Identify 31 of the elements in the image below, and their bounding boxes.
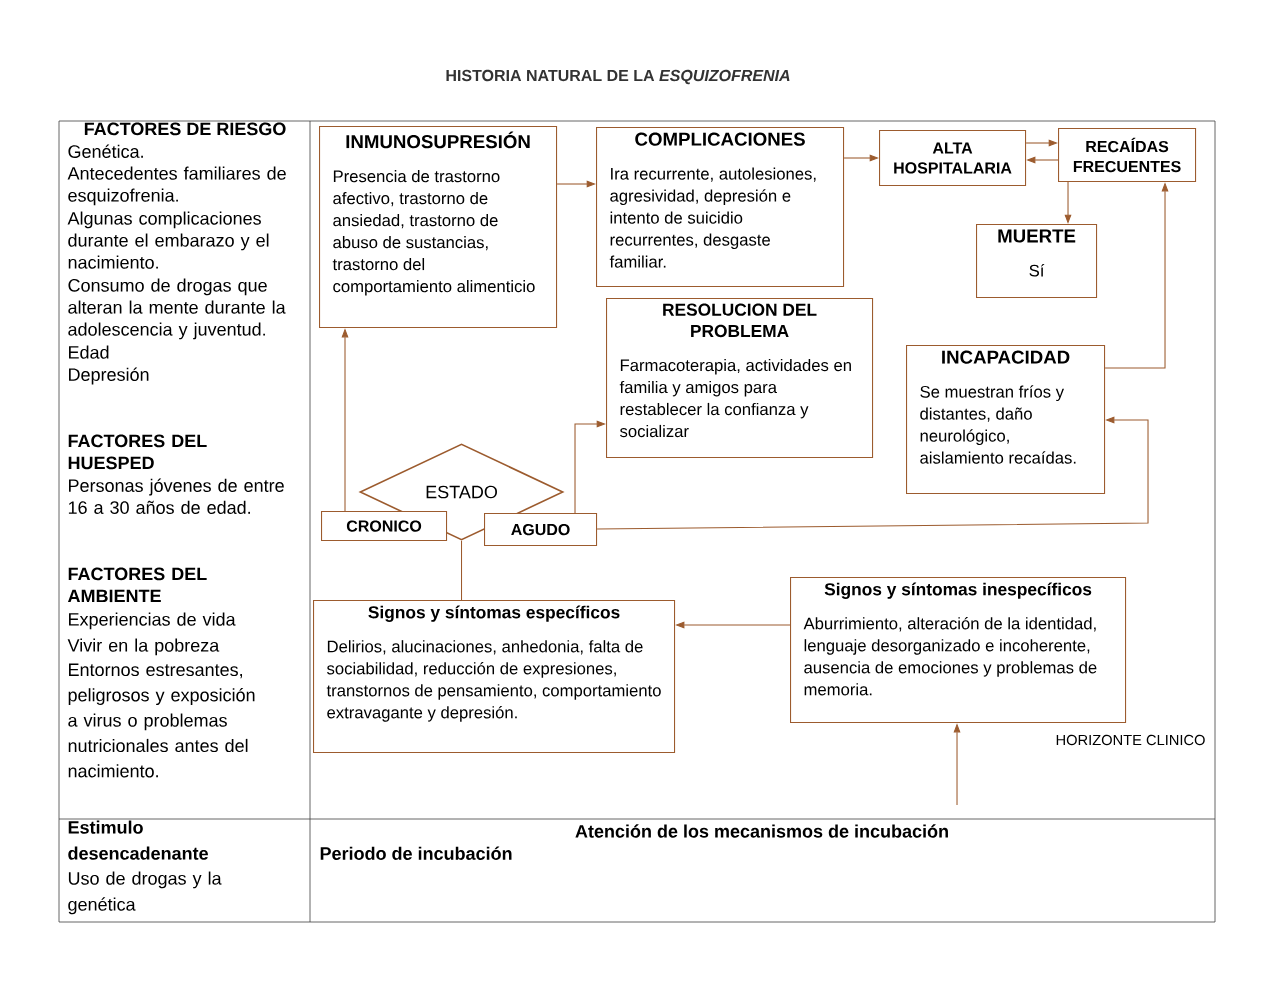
process-box: Signos y síntomas inespecíficos Aburrimiento, alteración de la identidad, lenguaje desorganizado e incoherente, ausencia de emociones y problemas de memoria. [790,577,1127,724]
side-label: HORIZONTE CLINICO [1056,734,1205,746]
section-heading: Atención de los mecanismos de incubación [575,824,948,838]
factor-text: Uso de drogas y la genética [68,871,222,915]
process-box: ALTA HOSPITALARIA [879,130,1027,187]
process-box: Signos y síntomas específicos Delirios, alucinaciones, anhedonia, falta de sociabilidad, reducción de expresiones, transtornos de pensamiento, comportamiento extravagante y depresión. [313,600,676,754]
process-box: RECAÍDAS FRECUENTES [1058,128,1197,183]
section-heading: Estimulo desencadenante [68,820,208,860]
factor-text: Vivir en la pobreza [67,638,220,656]
factor-text: Depresión [69,367,149,385]
process-box: MUERTE Sí [976,224,1098,299]
factor-text: Consumo de drogas que alteran la mente durante la adolescencia y juventud. [68,278,286,340]
process-box: COMPLICACIONES Ira recurrente, autolesiones, agresividad, depresión e intento de suicidio recurrentes, desgaste familiar. [596,127,845,288]
factor-text: Genética. [68,144,143,158]
process-box: RESOLUCION DEL PROBLEMA Farmacoterapia, actividades en familia y amigos para restablecer la confianza y socializar [606,298,874,459]
section-heading: Periodo de incubación [320,846,512,860]
process-box: INMUNOSUPRESIÓN Presencia de trastorno afectivo, trastorno de ansiedad, trastorno de abuso de sustancias, trastorno del comportamiento alimenticio [319,126,558,329]
factor-text: Experiencias de vida [69,612,236,630]
process-box: AGUDO [484,513,598,547]
factor-text: Edad [69,345,109,359]
factor-text: Antecedentes familiares de esquizofrenia. [67,166,286,206]
arrow [596,416,1149,530]
process-box: CRONICO [321,511,448,542]
section-heading: FACTORES DEL AMBIENTE [68,567,207,603]
process-box: INCAPACIDAD Se muestran fríos y distantes, daño neurológico, aislamiento recaídas. [906,345,1106,495]
factor-text: Entornos estresantes, peligrosos y exposición a virus o problemas nutricionales antes del nacimiento. [68,663,255,778]
title: HISTORIA NATURAL DE LA ESQUIZOFRENIA [446,69,790,85]
section-heading: FACTORES DEL HUESPED [68,434,207,470]
factor-text: Personas jóvenes de entre 16 a 30 años de edad. [68,478,284,514]
factor-text: Algunas complicaciones durante el embarazo y el nacimiento. [67,211,269,269]
section-heading: FACTORES DE RIESGO [84,122,286,136]
